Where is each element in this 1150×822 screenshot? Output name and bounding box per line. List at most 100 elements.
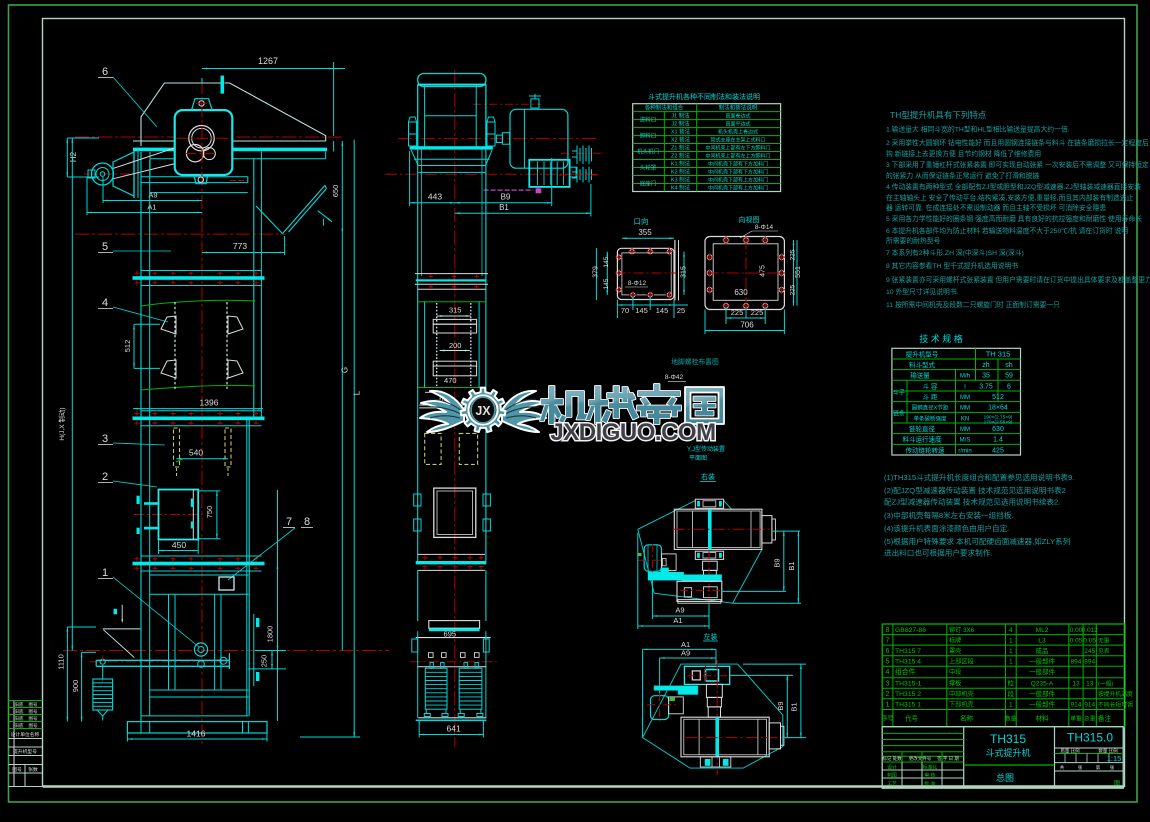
svg-text:630: 630 xyxy=(734,288,748,297)
svg-text:斗式提升机各种不同制法和装法说明: 斗式提升机各种不同制法和装法说明 xyxy=(648,92,760,101)
svg-text:旧底: 旧底 xyxy=(15,701,24,708)
svg-text:475: 475 xyxy=(760,265,767,277)
svg-text:序号: 序号 xyxy=(881,715,893,723)
svg-text:1267: 1267 xyxy=(258,56,278,66)
svg-text:695: 695 xyxy=(444,629,457,638)
svg-text:7: 7 xyxy=(286,516,292,528)
svg-text:提升机型号: 提升机型号 xyxy=(13,748,37,755)
svg-text:H(J,X 制动): H(J,X 制动) xyxy=(57,407,66,440)
svg-text:L: L xyxy=(353,390,362,395)
svg-text:540: 540 xyxy=(189,448,203,458)
svg-text:706: 706 xyxy=(740,321,754,330)
svg-text:头轮罩: 头轮罩 xyxy=(640,163,657,171)
svg-text:审 核: 审 核 xyxy=(925,772,936,779)
svg-text:地脚螺栓布置图: 地脚螺栓布置图 xyxy=(671,357,719,366)
svg-text:(一般): (一般) xyxy=(1098,680,1114,688)
svg-text:TH315 1: TH315 1 xyxy=(895,702,921,709)
svg-text:无重: 无重 xyxy=(1098,636,1110,644)
svg-text:TH 315: TH 315 xyxy=(986,349,1011,358)
svg-text:914: 914 xyxy=(1084,702,1095,709)
svg-text:630: 630 xyxy=(992,426,1004,433)
svg-text:中部机壳: 中部机壳 xyxy=(949,690,974,698)
svg-text:(4)该提升机表面涂漆颜色由用户自定.: (4)该提升机表面涂漆颜色由用户自定. xyxy=(884,523,1009,533)
svg-text:9 张紧装置亦可采用螺杆式张紧装置 但用户需要时请在订货中提: 9 张紧装置亦可采用螺杆式张紧装置 但用户需要时请在订货中提出具体要求及都盖整更… xyxy=(886,275,1150,284)
svg-text:35: 35 xyxy=(982,373,990,380)
svg-text:TH315 7: TH315 7 xyxy=(895,648,921,655)
svg-text:的张紧力 从而保证链条正常运行 避免了打滑和脱链: 的张紧力 从而保证链条正常运行 避免了打滑和脱链 xyxy=(886,171,1040,180)
svg-text:成品: 成品 xyxy=(1036,646,1049,655)
svg-text:3 下部采用了重锤杠杆式张紧装置 即可实现自动张紧 一次安装: 3 下部采用了重锤杠杆式张紧装置 即可实现自动张紧 一次安装后不需调整 又可保持… xyxy=(886,160,1149,169)
svg-text:斗式提升机: 斗式提升机 xyxy=(985,747,1030,758)
svg-text:机头机壳上卷边式: 机头机壳上卷边式 xyxy=(718,128,758,135)
svg-text:1110: 1110 xyxy=(57,654,66,670)
svg-text:315: 315 xyxy=(681,266,688,278)
svg-text:配ZJ型减速器传动装置 技术规范见选用说明书续表2.: 配ZJ型减速器传动装置 技术规范见选用说明书续表2. xyxy=(884,497,1060,507)
svg-text:G: G xyxy=(341,367,350,373)
svg-text:K2 制法: K2 制法 xyxy=(671,167,691,175)
svg-text:中间机壳下部有上方加料门: 中间机壳下部有上方加料门 xyxy=(708,184,768,191)
svg-text:器 运转可靠. 在成连接处不需设制动器 而且主轴不受损坏 可: 器 运转可靠. 在成连接处不需设制动器 而且主轴不受损坏 可消除安全隱患 xyxy=(886,203,1106,212)
svg-text:170×(2.56×9): 170×(2.56×9) xyxy=(984,419,1013,425)
svg-text:链条: 链条 xyxy=(893,410,905,418)
svg-text:粒: 粒 xyxy=(1008,679,1015,688)
svg-text:512: 512 xyxy=(992,394,1004,401)
svg-text:145: 145 xyxy=(656,306,669,315)
svg-text:TH型提升机具有下列特点: TH型提升机具有下列特点 xyxy=(890,110,987,120)
svg-text:1.4: 1.4 xyxy=(993,437,1003,444)
svg-text:315: 315 xyxy=(449,306,462,315)
svg-text:1396: 1396 xyxy=(200,398,219,408)
svg-text:张: 张 xyxy=(1078,764,1083,771)
svg-text:(5)根据用户特殊要求 本机可配硬齿面减速器,如ZLY系列: (5)根据用户特殊要求 本机可配硬齿面减速器,如ZLY系列 xyxy=(884,536,1071,546)
svg-text:3.75: 3.75 xyxy=(979,383,993,390)
svg-text:425: 425 xyxy=(992,447,1004,454)
svg-text:TH315: TH315 xyxy=(990,732,1026,746)
svg-text:一般部件: 一般部件 xyxy=(1029,667,1056,676)
svg-text:1.输送量大 相同斗宽的TH型和HL型相比输送量提高大约一倍: 1.输送量大 相同斗宽的TH型和HL型相比输送量提高大约一倍. xyxy=(886,125,1070,134)
svg-text:图: 图 xyxy=(1114,780,1120,787)
svg-text:一般部件: 一般部件 xyxy=(1029,689,1056,698)
svg-text:70: 70 xyxy=(621,306,629,315)
svg-text:sh: sh xyxy=(1005,362,1013,369)
svg-text:TH315 2: TH315 2 xyxy=(895,691,921,698)
svg-text:1: 1 xyxy=(1009,702,1013,709)
svg-text:0.00: 0.00 xyxy=(1070,627,1083,634)
svg-text:(2)配JZQ型减速器传动装置 技术规范见选用说明书表2: (2)配JZQ型减速器传动装置 技术规范见选用说明书表2 xyxy=(884,485,1066,495)
svg-text:标记 处数: 标记 处数 xyxy=(882,755,902,762)
svg-text:组合件: 组合件 xyxy=(895,667,916,676)
svg-text:250: 250 xyxy=(260,655,269,668)
svg-text:1: 1 xyxy=(1009,637,1013,644)
svg-text:6: 6 xyxy=(1007,383,1011,390)
svg-text:A1: A1 xyxy=(147,203,156,212)
svg-text:B1: B1 xyxy=(787,561,796,570)
svg-text:ML2: ML2 xyxy=(1036,627,1049,634)
svg-text:一般部件: 一般部件 xyxy=(1029,657,1056,666)
svg-text:(3)中部机壳每隔8米左右安装一组挡板.: (3)中部机壳每隔8米左右安装一组挡板. xyxy=(884,510,1014,520)
svg-text:中间机壳上部有左上方卸料门: 中间机壳上部有左上方卸料门 xyxy=(705,152,770,159)
svg-text:中段: 中段 xyxy=(949,668,961,676)
svg-text:A1: A1 xyxy=(673,616,682,625)
svg-text:13: 13 xyxy=(1072,681,1080,688)
svg-text:K4 制法: K4 制法 xyxy=(671,183,691,191)
svg-text:段: 段 xyxy=(1008,689,1015,698)
svg-text:8-Φ12: 8-Φ12 xyxy=(628,280,647,287)
svg-text:Z1 制法: Z1 制法 xyxy=(671,143,690,151)
svg-text:6: 6 xyxy=(886,648,890,655)
svg-text:Z2 制法: Z2 制法 xyxy=(671,151,690,159)
svg-text:1: 1 xyxy=(886,702,890,709)
svg-text:名称: 名称 xyxy=(960,714,974,723)
svg-text:650: 650 xyxy=(331,185,340,198)
svg-text:斗子: 斗子 xyxy=(893,389,905,396)
svg-text:4: 4 xyxy=(102,297,108,309)
svg-text:(1)TH315斗式提升机长度组合和配置参见选用说明书表9.: (1)TH315斗式提升机长度组合和配置参见选用说明书表9. xyxy=(884,472,1074,482)
svg-text:59: 59 xyxy=(1005,373,1013,380)
svg-text:1: 1 xyxy=(102,567,108,579)
svg-text:zh: zh xyxy=(982,362,990,369)
svg-text:K1 制法: K1 制法 xyxy=(671,159,691,167)
svg-text:M/S: M/S xyxy=(960,438,971,444)
svg-text:材料: 材料 xyxy=(1036,714,1050,723)
svg-text:直面平边式: 直面平边式 xyxy=(725,120,750,127)
svg-text:管式支座在主架上式料口: 管式支座在主架上式料口 xyxy=(710,136,765,143)
svg-text:0.05: 0.05 xyxy=(1083,637,1096,644)
svg-text:JXDIGUO.COM: JXDIGUO.COM xyxy=(550,419,715,446)
svg-text:标牌: 标牌 xyxy=(949,636,961,644)
